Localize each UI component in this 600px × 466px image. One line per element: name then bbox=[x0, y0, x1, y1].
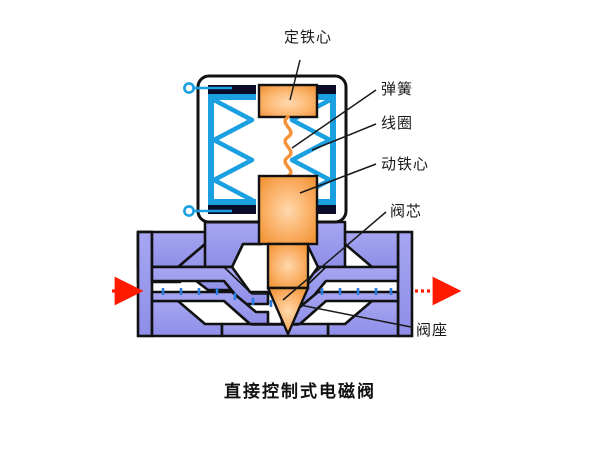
terminal-lower-icon bbox=[183, 205, 195, 217]
terminal-upper-icon bbox=[183, 82, 195, 94]
diagram-title: 直接控制式电磁阀 bbox=[224, 382, 376, 402]
fluid-flow-marks bbox=[161, 288, 393, 307]
bobbin-plate-top-left bbox=[208, 85, 256, 94]
coil-winding-left bbox=[211, 97, 255, 203]
outlet-flange bbox=[396, 230, 414, 338]
solenoid-housing-group bbox=[196, 74, 348, 336]
body-wall-bottom-left bbox=[150, 299, 224, 338]
leader-valve-spool bbox=[282, 211, 387, 301]
chamber-floor bbox=[220, 322, 330, 338]
leader-fixed-iron-core bbox=[289, 59, 301, 101]
bonnet-shoulder-left bbox=[203, 220, 264, 269]
leader-valve-seat bbox=[299, 304, 412, 328]
leader-line-group bbox=[282, 59, 412, 328]
bobbin-frame-left bbox=[208, 94, 256, 205]
label-moving-iron-core: 动铁心 bbox=[381, 155, 430, 173]
valve-spool-cone bbox=[266, 286, 310, 336]
leader-moving-iron-core bbox=[299, 163, 377, 194]
label-valve-seat: 阀座 bbox=[416, 321, 449, 339]
label-spring: 弹簧 bbox=[381, 80, 414, 98]
flow-channel-outline-lower bbox=[152, 300, 398, 326]
label-coil: 线圈 bbox=[381, 114, 414, 132]
terminal-group bbox=[183, 82, 232, 217]
leader-spring bbox=[291, 89, 377, 149]
label-fixed-iron-core: 定铁心 bbox=[284, 28, 333, 46]
inlet-flange bbox=[136, 230, 154, 338]
label-valve-spool: 阀芯 bbox=[390, 202, 423, 220]
valve-body-group bbox=[136, 220, 414, 338]
valve-seat-ramp-left bbox=[150, 265, 270, 306]
bobbin-plate-bottom-left bbox=[208, 205, 256, 214]
fixed-iron-core bbox=[257, 83, 319, 119]
leader-coil bbox=[311, 123, 377, 151]
moving-iron-core bbox=[257, 174, 319, 246]
bobbin-frame-right bbox=[288, 94, 336, 205]
valve-stem bbox=[266, 242, 310, 290]
body-wall-bottom-right bbox=[326, 299, 400, 338]
bobbin-frame-left-bottom bbox=[208, 199, 256, 205]
spring-coil bbox=[283, 115, 293, 178]
